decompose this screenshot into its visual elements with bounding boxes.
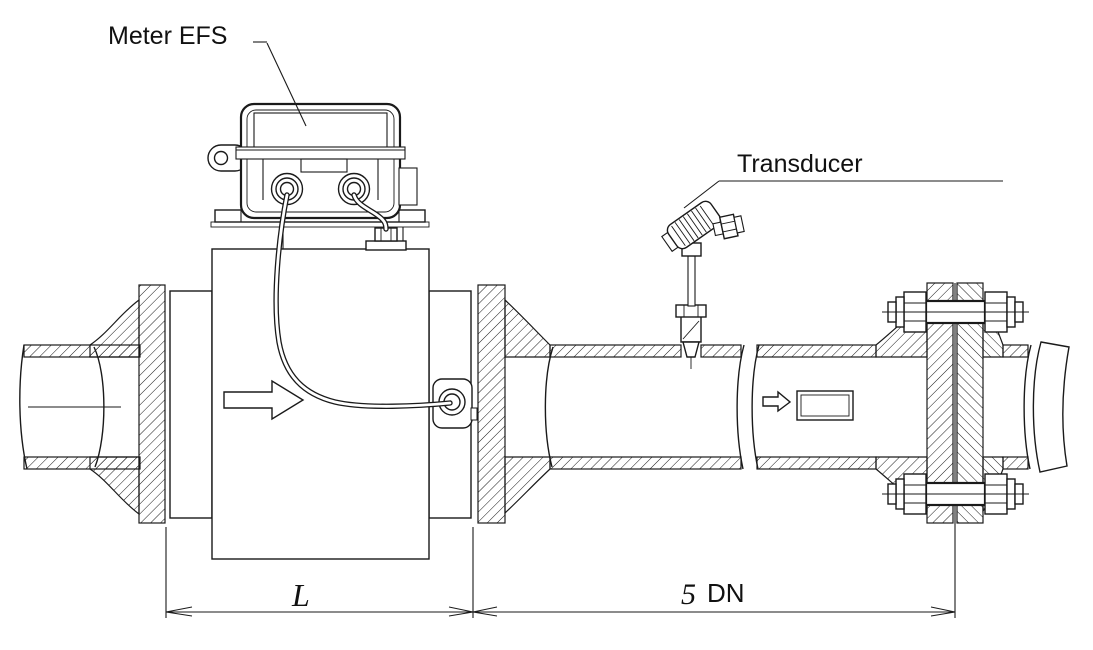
upstream-pipe (19, 284, 166, 524)
meter-label: Meter EFS (108, 22, 227, 50)
pipe-break-line (736, 344, 745, 470)
dim-arrow (930, 606, 956, 617)
transducer-assembly (661, 200, 745, 369)
length-dimension-label: L (291, 577, 310, 613)
pipe-nameplate (796, 390, 854, 421)
side-tab (398, 167, 418, 206)
dim-arrow (165, 606, 193, 617)
lug-hole (213, 150, 229, 166)
flange-bolt-top (882, 291, 1029, 333)
transducer-label: Transducer (737, 150, 863, 178)
junction-box (239, 102, 402, 220)
conduit-fitting (365, 227, 407, 251)
meter-efs-head-unit (207, 102, 430, 251)
meter-left-flange (169, 290, 213, 519)
transducer-head (661, 200, 722, 253)
upstream-pipe-flange (138, 284, 166, 524)
dimension-lines (165, 523, 956, 618)
dim-arrow (472, 606, 498, 617)
straight-run-value: 5 (681, 578, 696, 611)
pipe-break-line (1023, 344, 1032, 470)
transducer-probe-tip (682, 341, 700, 358)
transducer-stem (687, 255, 696, 307)
straight-run-unit: DN (707, 578, 745, 608)
flow-direction-arrow (223, 379, 305, 421)
flow-mark-arrow (762, 390, 792, 413)
downstream-pipe-flange (477, 284, 506, 524)
power-cable (351, 192, 389, 232)
transducer-hex-nut (675, 304, 707, 318)
downstream-pipe (477, 284, 1070, 524)
bolted-flange-joint (875, 282, 1029, 524)
pipe-nameplate-inner (800, 394, 850, 417)
meter-leader-line (253, 41, 307, 127)
transducer-plug (712, 213, 745, 240)
flange-bolt-bottom (882, 473, 1029, 515)
pipe-break-line (751, 344, 760, 470)
lid-seam (235, 146, 406, 160)
pipe-end-stub (1032, 341, 1070, 473)
transducer-leader-line (683, 180, 1003, 209)
signal-cable (273, 192, 453, 409)
